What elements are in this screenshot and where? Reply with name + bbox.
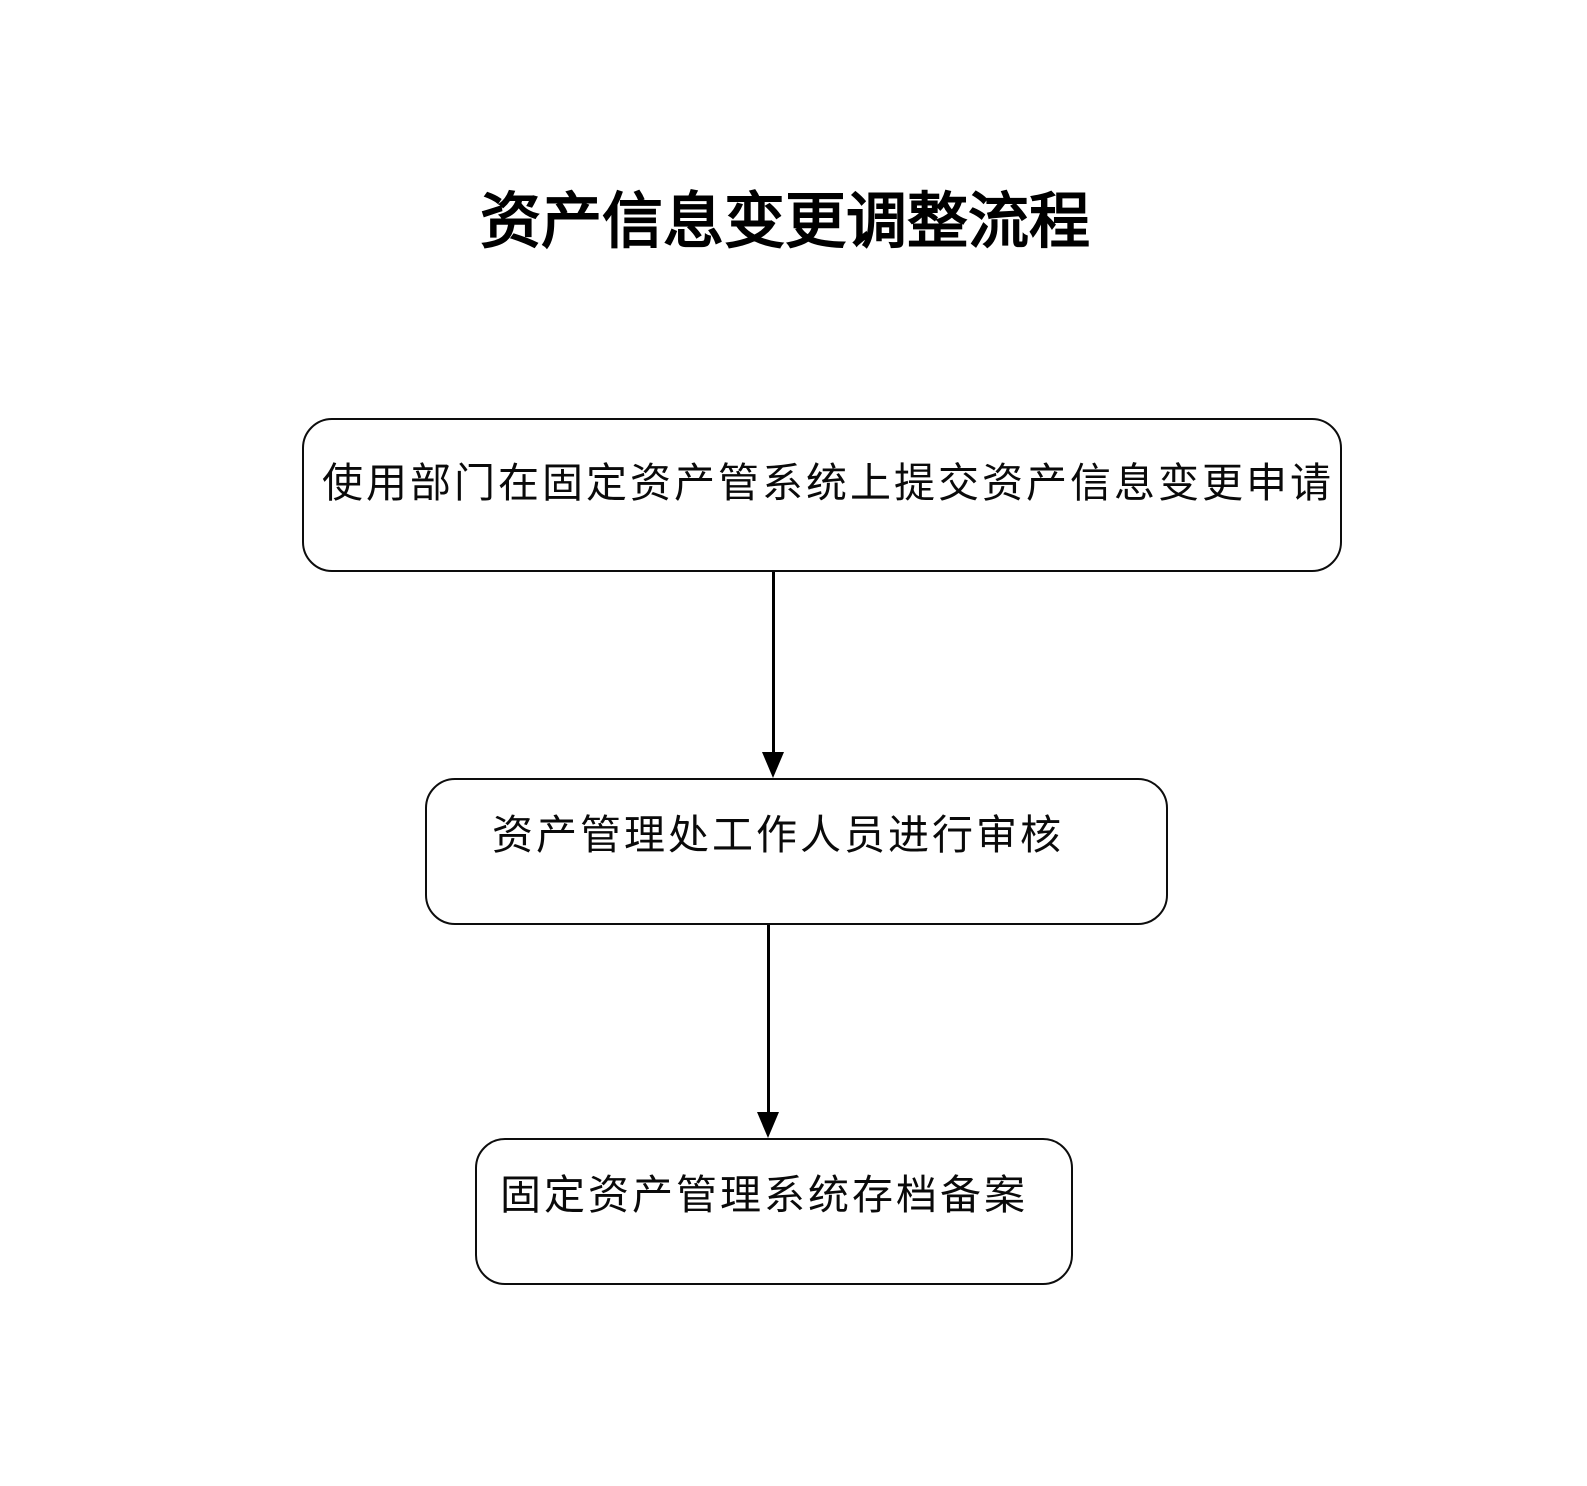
flow-node-label: 固定资产管理系统存档备案	[500, 1172, 1028, 1218]
page-title: 资产信息变更调整流程	[479, 187, 1090, 255]
arrowhead-icon	[757, 1112, 779, 1138]
flow-node-label: 资产管理处工作人员进行审核	[492, 812, 1064, 858]
flow-node-review[interactable]	[425, 778, 1168, 925]
arrowhead-icon	[762, 752, 784, 778]
connector-shaft	[772, 572, 776, 754]
flow-node-submit-application[interactable]	[302, 418, 1342, 572]
flow-node-label: 使用部门在固定资产管系统上提交资产信息变更申请	[322, 460, 1334, 506]
flow-node-archive[interactable]	[475, 1138, 1073, 1285]
connector-shaft	[767, 925, 771, 1114]
